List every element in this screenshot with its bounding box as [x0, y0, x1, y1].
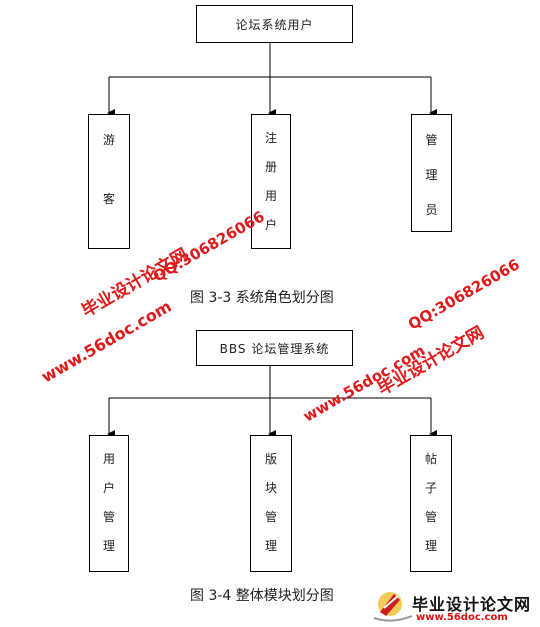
fig1-node-1: 游 客 [88, 114, 130, 249]
fig2-node-1: 用 户 管 理 [89, 435, 129, 572]
fig2-node-3-char: 理 [424, 539, 437, 553]
fig2-node-1-char: 理 [102, 539, 115, 553]
fig1-node-3-char: 理 [425, 168, 438, 182]
fig1-node-1-char: 客 [102, 192, 115, 206]
fig1-node-2-char: 注 [264, 131, 277, 145]
fig2-node-3-char: 帖 [424, 452, 437, 466]
fig1-node-1-char: 游 [102, 133, 115, 147]
fig1-node-3-char: 管 [425, 133, 438, 147]
fig2-node-2: 版 块 管 理 [250, 435, 292, 572]
fig2-node-2-char: 管 [264, 510, 277, 524]
fig1-node-2: 注 册 用 户 [251, 114, 291, 249]
fig1-node-2-char: 册 [264, 160, 277, 174]
fig1-node-3: 管 理 员 [411, 114, 452, 232]
fig1-node-2-char: 用 [264, 189, 277, 203]
footer-site-title: 毕业设计论文网 [412, 595, 532, 614]
fig2-node-3: 帖 子 管 理 [410, 435, 452, 572]
fig1-node-3-char: 员 [425, 203, 438, 217]
site-logo-icon [373, 592, 413, 622]
footer-site-url: www.56doc.com [416, 612, 508, 623]
fig2-node-3-char: 管 [424, 510, 437, 524]
fig1-root-label: 论坛系统用户 [235, 17, 314, 32]
fig2-node-1-char: 管 [102, 510, 115, 524]
fig2-caption: 图 3-4 整体模块划分图 [190, 588, 334, 604]
figure1-connectors [107, 42, 437, 117]
fig2-node-2-char: 块 [264, 481, 277, 495]
fig2-node-3-char: 子 [424, 481, 437, 495]
fig2-root-box: BBS 论坛管理系统 [196, 330, 353, 366]
figure2-connectors [107, 365, 437, 438]
fig1-root-box: 论坛系统用户 [196, 5, 353, 43]
fig2-node-2-char: 版 [264, 452, 277, 466]
fig1-node-2-char: 户 [264, 218, 277, 232]
fig2-node-1-char: 户 [102, 481, 115, 495]
fig1-caption: 图 3-3 系统角色划分图 [190, 290, 334, 306]
fig2-node-1-char: 用 [102, 452, 115, 466]
fig2-node-2-char: 理 [264, 539, 277, 553]
fig2-root-label: BBS 论坛管理系统 [219, 341, 330, 356]
